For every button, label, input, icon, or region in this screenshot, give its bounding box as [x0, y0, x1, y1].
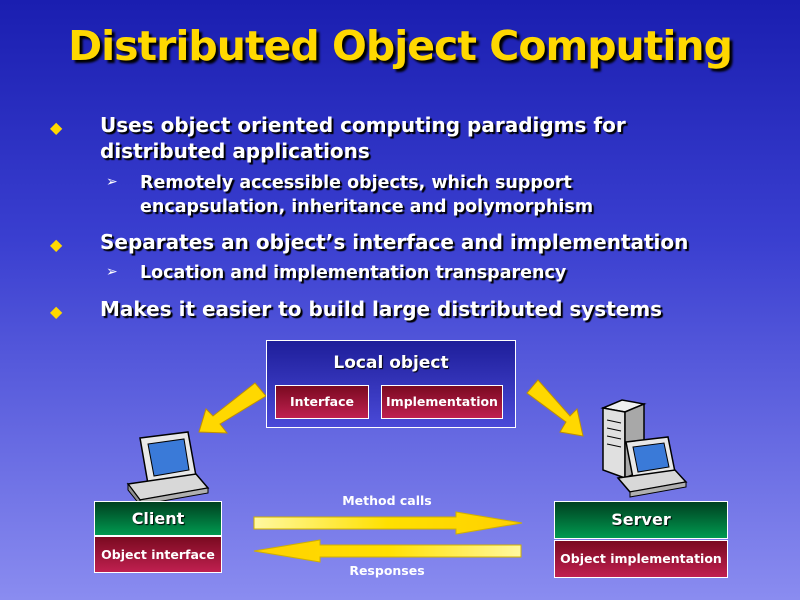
- diamond-bullet-icon: ◆: [50, 118, 63, 137]
- slide-title: Distributed Object Computing: [68, 22, 733, 70]
- subbullet-1-line-2: encapsulation, inheritance and polymorph…: [140, 197, 594, 217]
- client-computer-icon: [126, 431, 210, 507]
- diamond-bullet-icon: ◆: [50, 302, 63, 321]
- server-computer-icon: [600, 399, 688, 498]
- arrow-bullet-icon: ➢: [106, 264, 118, 280]
- server-box: Server: [554, 501, 728, 539]
- bullet-2: Separates an object’s interface and impl…: [100, 230, 689, 254]
- arrow-bullet-icon: ➢: [106, 174, 118, 190]
- server-object-implementation-box: Object implementation: [554, 540, 728, 578]
- client-object-interface-box: Object interface: [94, 536, 222, 573]
- local-object-box: Local object Interface Implementation: [266, 340, 516, 428]
- client-box: Client: [94, 501, 222, 536]
- interface-box: Interface: [275, 385, 369, 419]
- method-calls-arrow-icon: [253, 511, 523, 535]
- local-object-title: Local object: [333, 353, 449, 373]
- bullet-1-line-2: distributed applications: [100, 139, 370, 163]
- arrow-to-client-icon: [198, 382, 267, 434]
- subbullet-1-line-1: Remotely accessible objects, which suppo…: [140, 173, 572, 193]
- bullet-1-line-1: Uses object oriented computing paradigms…: [100, 113, 626, 137]
- arrow-to-server-icon: [526, 379, 584, 437]
- implementation-box: Implementation: [381, 385, 503, 419]
- responses-arrow-icon: [253, 539, 522, 563]
- subbullet-2: Location and implementation transparency: [140, 263, 567, 283]
- bullet-list: ◆ Uses object oriented computing paradig…: [50, 113, 689, 321]
- diamond-bullet-icon: ◆: [50, 235, 63, 254]
- bullet-3: Makes it easier to build large distribut…: [100, 297, 663, 321]
- method-calls-label: Method calls: [342, 493, 432, 508]
- responses-label: Responses: [349, 563, 425, 578]
